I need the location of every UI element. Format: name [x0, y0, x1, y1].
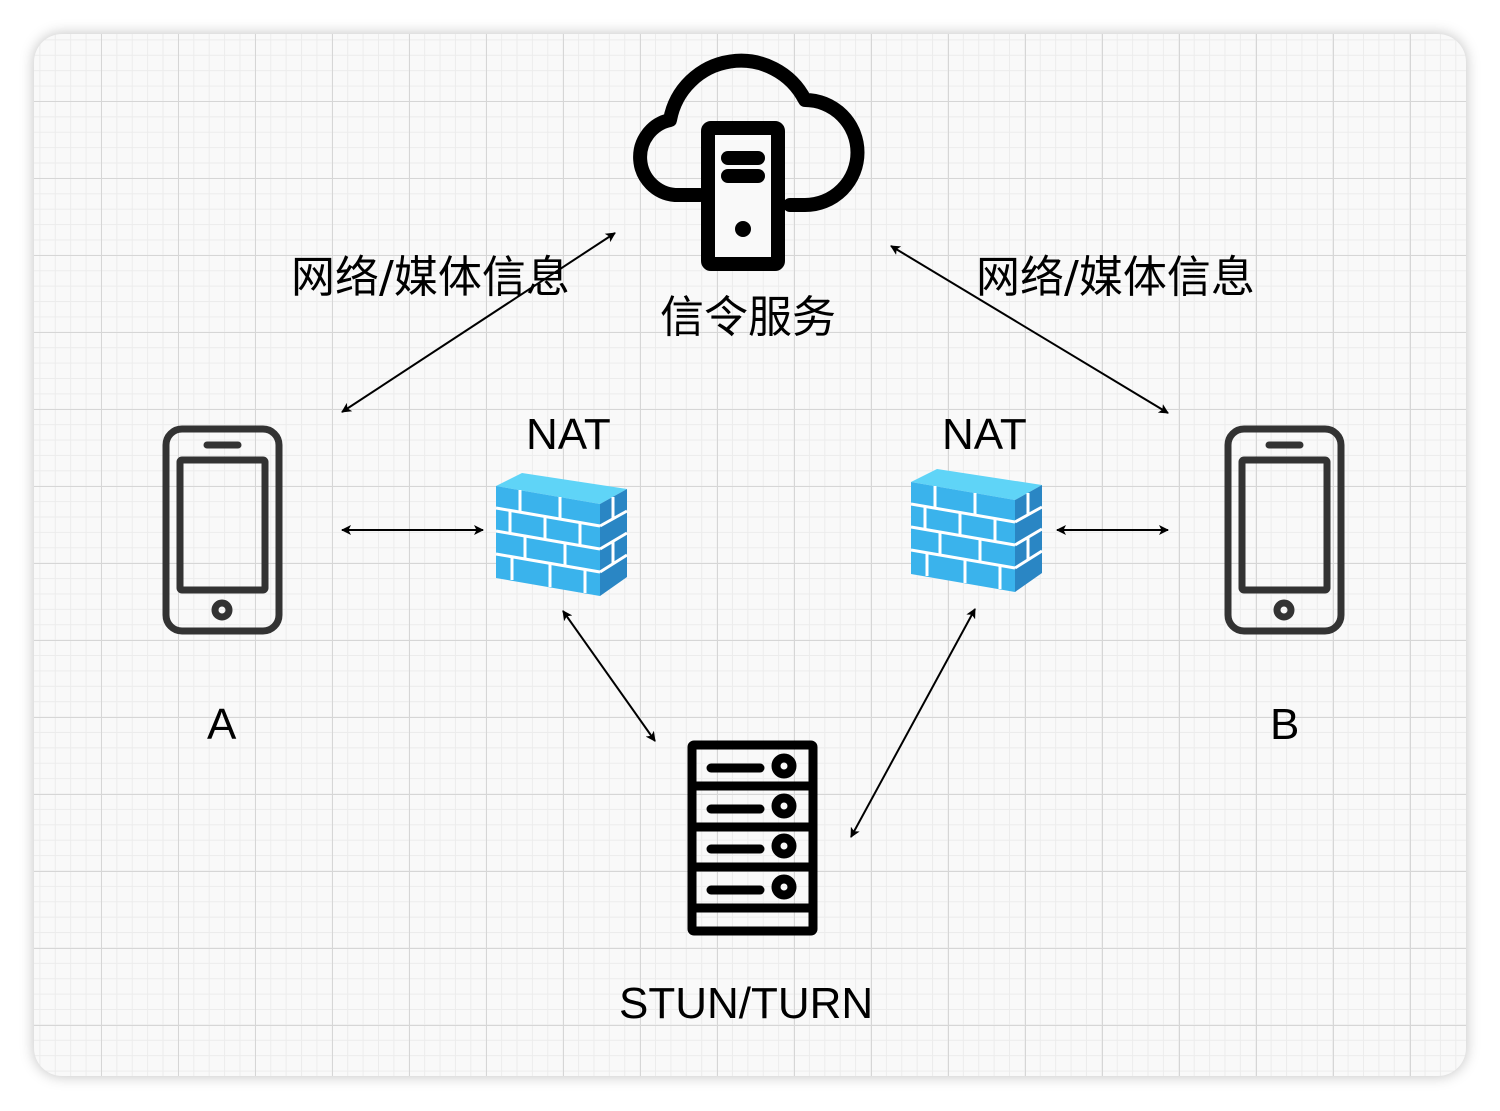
- nat-left-label: NAT: [526, 410, 611, 459]
- phone-b-icon: [1224, 425, 1345, 635]
- connector-nat-right-to-relay: [850, 608, 976, 838]
- device-a-label: A: [207, 700, 237, 749]
- connector-signal-to-b: [890, 245, 1169, 414]
- device-b-label: B: [1270, 700, 1300, 749]
- connector-a-to-signal: [341, 232, 616, 413]
- phone-a-icon: [162, 425, 283, 635]
- nat-right-label: NAT: [942, 410, 1027, 459]
- firewall-right-icon: [910, 469, 1043, 592]
- firewall-left-icon: [495, 473, 628, 596]
- right-link-label: 网络/媒体信息: [976, 252, 1255, 303]
- connector-nat-left-to-relay: [562, 610, 656, 742]
- signal-server-label: 信令服务: [660, 292, 836, 343]
- left-link-label: 网络/媒体信息: [291, 252, 570, 303]
- relay-server-rack-icon: [687, 740, 818, 936]
- relay-server-label: STUN/TURN: [619, 979, 874, 1028]
- cloud-server-icon: [633, 53, 865, 271]
